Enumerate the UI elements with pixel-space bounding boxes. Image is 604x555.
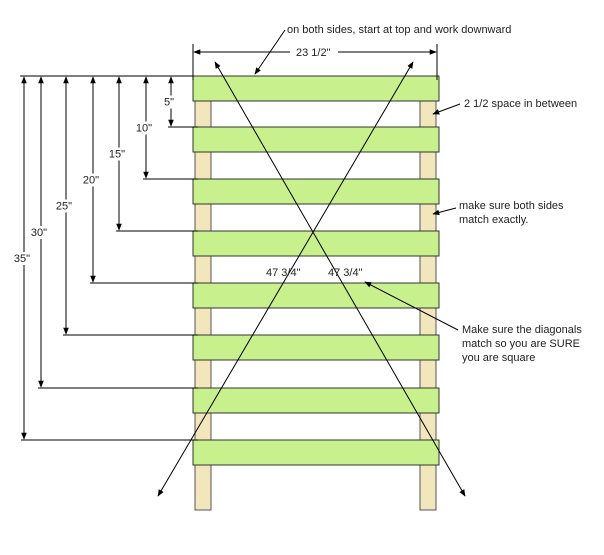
offset-label-2: 10" — [136, 123, 152, 135]
offset-label-background-2 — [132, 121, 156, 135]
slat-2 — [192, 126, 440, 153]
width-label: 23 1/2" — [296, 47, 331, 59]
spacing-note: 2 1/2 space in between — [464, 98, 577, 110]
slat-3 — [192, 178, 440, 205]
vertical-dimensions: 5" 10" 15" 20" 25" 30" 35" — [10, 75, 198, 441]
offset-label-6: 30" — [31, 227, 47, 239]
offset-label-background-4 — [79, 173, 103, 187]
offset-label-4: 20" — [83, 175, 99, 187]
offset-label-7: 35" — [14, 253, 30, 265]
offset-label-background-5 — [52, 199, 76, 213]
top-note: on both sides, start at top and work dow… — [287, 24, 511, 36]
slat-5 — [192, 282, 440, 309]
diagonal-right-top-to-left-bottom — [157, 61, 414, 497]
match-note-line-2: match exactly. — [459, 214, 529, 226]
offset-label-background-6 — [27, 226, 51, 239]
slat-7 — [192, 387, 440, 414]
offset-label-1: 5" — [164, 97, 174, 109]
offset-label-background-3 — [105, 147, 129, 161]
diagonal-note-line-1: Make sure the diagonals — [462, 324, 582, 336]
match-note-leader — [432, 207, 457, 216]
offset-label-3: 15" — [109, 149, 125, 161]
offset-label-background-7 — [10, 252, 34, 265]
slats — [192, 75, 440, 466]
offset-label-background-1 — [157, 95, 181, 109]
offset-label-5: 25" — [56, 201, 72, 213]
slat-4 — [192, 230, 440, 257]
top-note-leader — [254, 29, 286, 75]
match-note-line-1: make sure both sides — [459, 200, 564, 212]
slat-8 — [192, 439, 440, 466]
slat-6 — [192, 334, 440, 361]
diagonal-right-label: 47 3/4" — [328, 267, 363, 279]
diagonal-left-label: 47 3/4" — [266, 267, 301, 279]
diagonal-note-leader — [364, 281, 459, 331]
diagonal-note-line-2: match so you are SURE — [462, 338, 580, 350]
spacing-note-leader — [432, 103, 461, 115]
diagonal-note-line-3: you are square — [462, 352, 535, 364]
